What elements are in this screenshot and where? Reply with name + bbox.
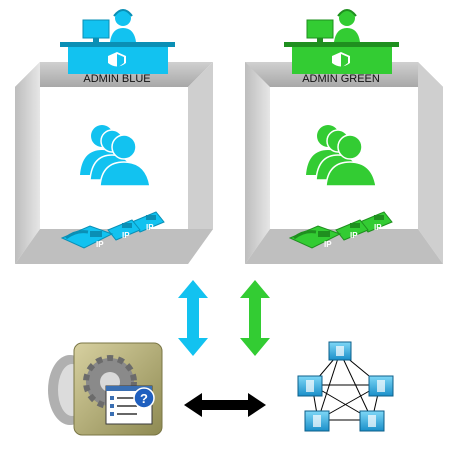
svg-text:?: ? [140, 391, 148, 406]
user-group-icon-green [306, 125, 377, 187]
admin-desk-icon-green [284, 9, 399, 74]
cluster-node [359, 410, 385, 432]
admin-desk-icon-blue [60, 9, 175, 74]
config-server-icon: ? [48, 342, 163, 436]
cluster-node [297, 375, 323, 397]
room-label-green: ADMIN GREEN [302, 73, 380, 85]
svg-text:IP: IP [146, 223, 154, 232]
call-manager-cluster-icon [297, 341, 394, 432]
blue-sync-arrow [178, 280, 208, 356]
cluster-node [304, 410, 330, 432]
svg-text:IP: IP [374, 223, 382, 232]
room-admin-green: ADMIN GREEN IP IP IP [245, 9, 443, 264]
room-admin-blue: ADMIN BLUE IP IP [15, 9, 213, 264]
room-label-blue: ADMIN BLUE [83, 73, 150, 85]
cluster-node [368, 375, 394, 397]
user-group-icon-blue [80, 125, 151, 187]
svg-text:IP: IP [324, 240, 332, 249]
ip-phone-icon-blue: IP IP IP [60, 211, 165, 249]
cluster-node [328, 341, 352, 361]
help-icon [133, 387, 155, 409]
bidirectional-link-arrow [184, 393, 266, 417]
svg-text:IP: IP [350, 231, 358, 240]
svg-text:IP: IP [122, 231, 130, 240]
svg-text:IP: IP [96, 240, 104, 249]
ip-phone-icon-green: IP IP IP [288, 211, 393, 249]
green-sync-arrow [240, 280, 270, 356]
